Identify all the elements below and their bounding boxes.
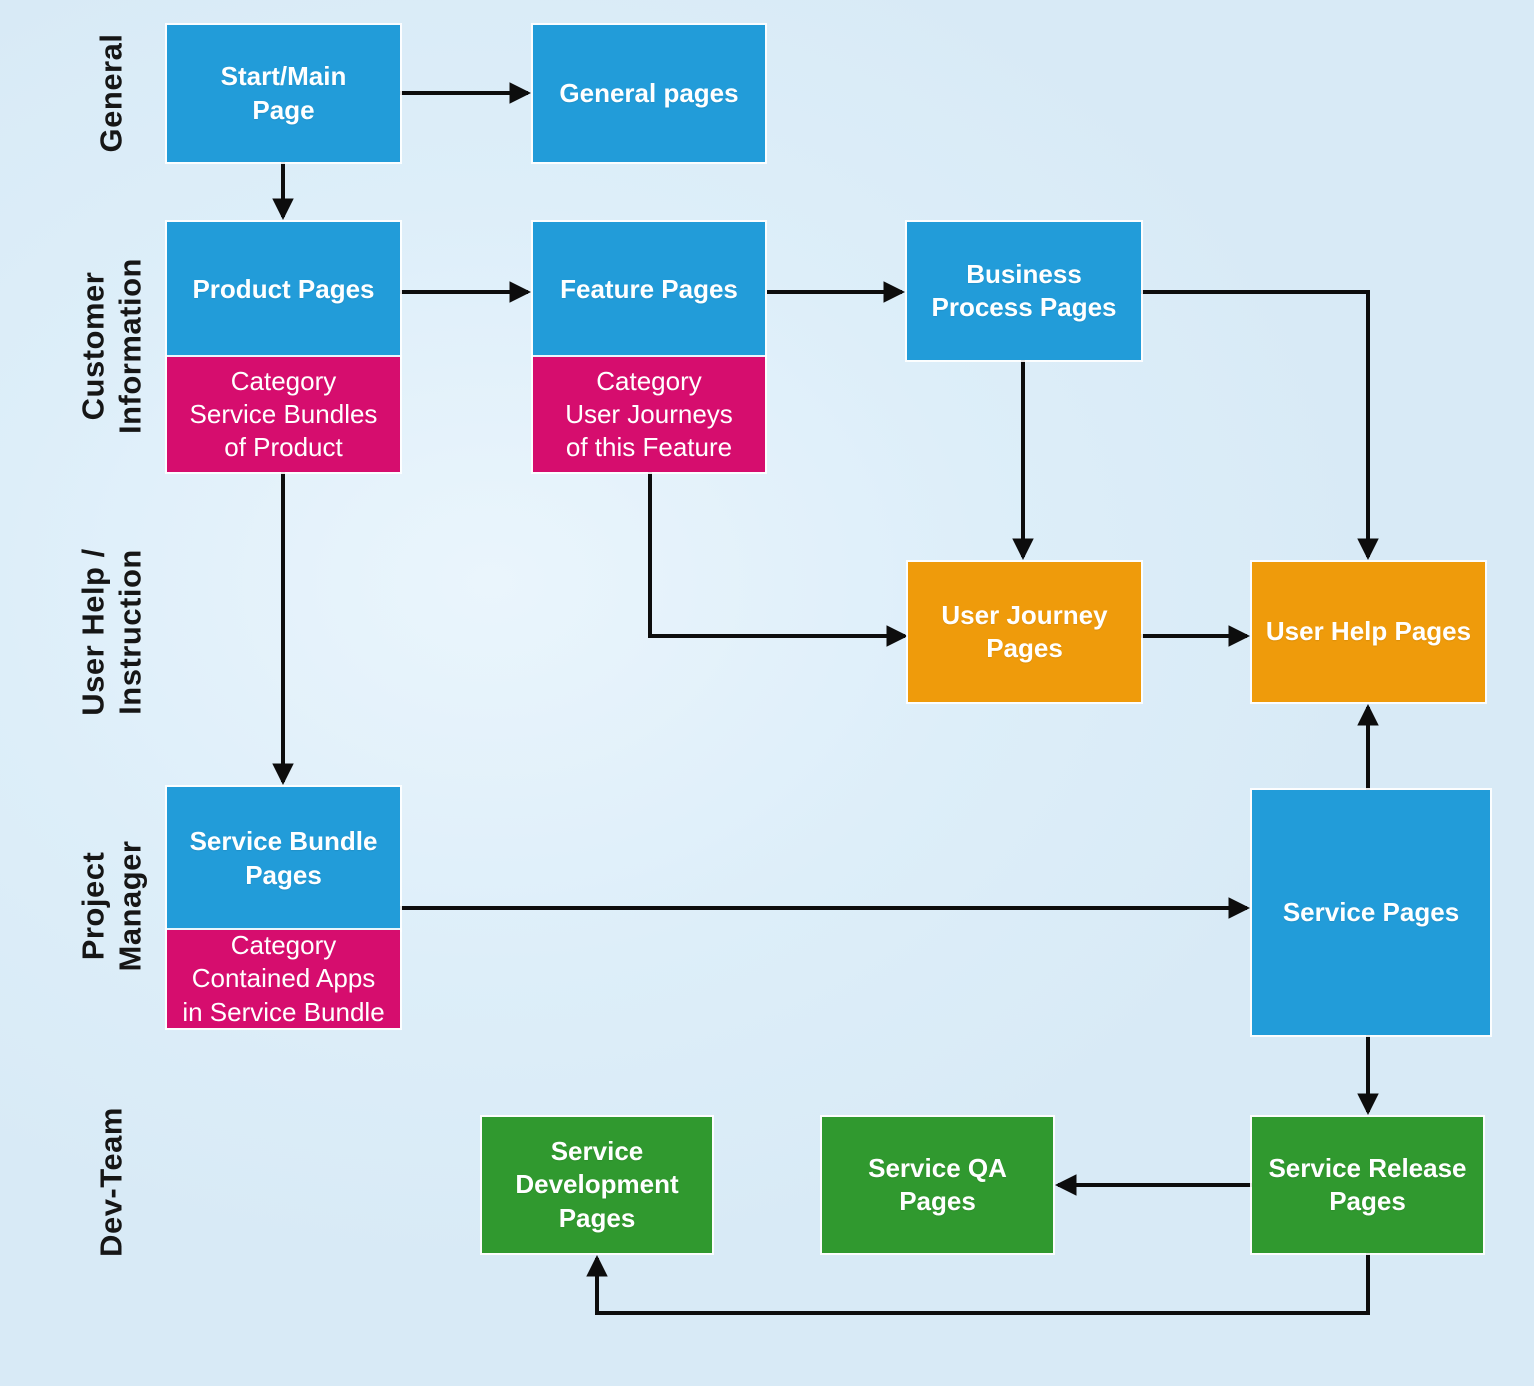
node-service-pages: Service Pages (1252, 790, 1490, 1035)
node-category-service-bundles: Category Service Bundles of Product (167, 357, 400, 472)
node-product-pages-label: Product Pages (192, 273, 375, 304)
node-category-user-journeys: Category User Journeys of this Feature (533, 357, 765, 472)
node-user-journey-pages: User Journey Pages (908, 562, 1141, 702)
node-category-service-bundles-label: Category Service Bundles of Product (189, 365, 378, 463)
node-feature-pages-label: Feature Pages (560, 273, 738, 304)
node-service-bundle-pages: Service Bundle Pages (167, 787, 400, 930)
node-business-process-pages-label: Business Process Pages (931, 258, 1117, 322)
node-general-pages: General pages (533, 25, 765, 162)
node-service-bundle-pages-label: Service Bundle Pages (189, 826, 378, 890)
node-start-main-page-label: Start/Main Page (220, 61, 347, 125)
node-service-development-pages-label: Service Development Pages (515, 1136, 679, 1233)
arrow-featurecategory-to-userjourney (648, 472, 909, 647)
arrow-businessprocess-to-userhelp (1141, 290, 1379, 561)
lane-label-dev-team: Dev-Team (93, 1107, 129, 1257)
node-feature-pages: Feature Pages (533, 222, 765, 357)
node-general-pages-label: General pages (559, 77, 739, 108)
node-service-qa-pages-label: Service QA Pages (868, 1152, 1007, 1216)
node-service-release-pages-label: Service Release Pages (1268, 1152, 1467, 1216)
node-service-development-pages: Service Development Pages (482, 1117, 712, 1253)
node-user-help-pages-label: User Help Pages (1265, 616, 1472, 647)
node-service-release-pages: Service Release Pages (1252, 1117, 1483, 1253)
node-user-journey-pages-label: User Journey Pages (941, 599, 1108, 663)
lane-label-customer-information: Customer Information (75, 258, 147, 434)
node-category-contained-apps: Category Contained Apps in Service Bundl… (167, 930, 400, 1028)
node-start-main-page: Start/Main Page (167, 25, 400, 162)
node-service-pages-label: Service Pages (1282, 896, 1460, 927)
lane-label-project-manager: Project Manager (75, 840, 147, 972)
node-product-pages: Product Pages (167, 222, 400, 357)
node-service-qa-pages: Service QA Pages (822, 1117, 1053, 1253)
node-category-user-journeys-label: Category User Journeys of this Feature (565, 365, 733, 463)
node-business-process-pages: Business Process Pages (907, 222, 1141, 360)
node-category-contained-apps-label: Category Contained Apps in Service Bundl… (182, 930, 385, 1027)
lane-label-user-help-instruction: User Help / Instruction (75, 548, 147, 716)
lane-label-general: General (93, 33, 129, 153)
node-user-help-pages: User Help Pages (1252, 562, 1485, 702)
arrow-servicerelease-to-servicedev (586, 1253, 1370, 1315)
